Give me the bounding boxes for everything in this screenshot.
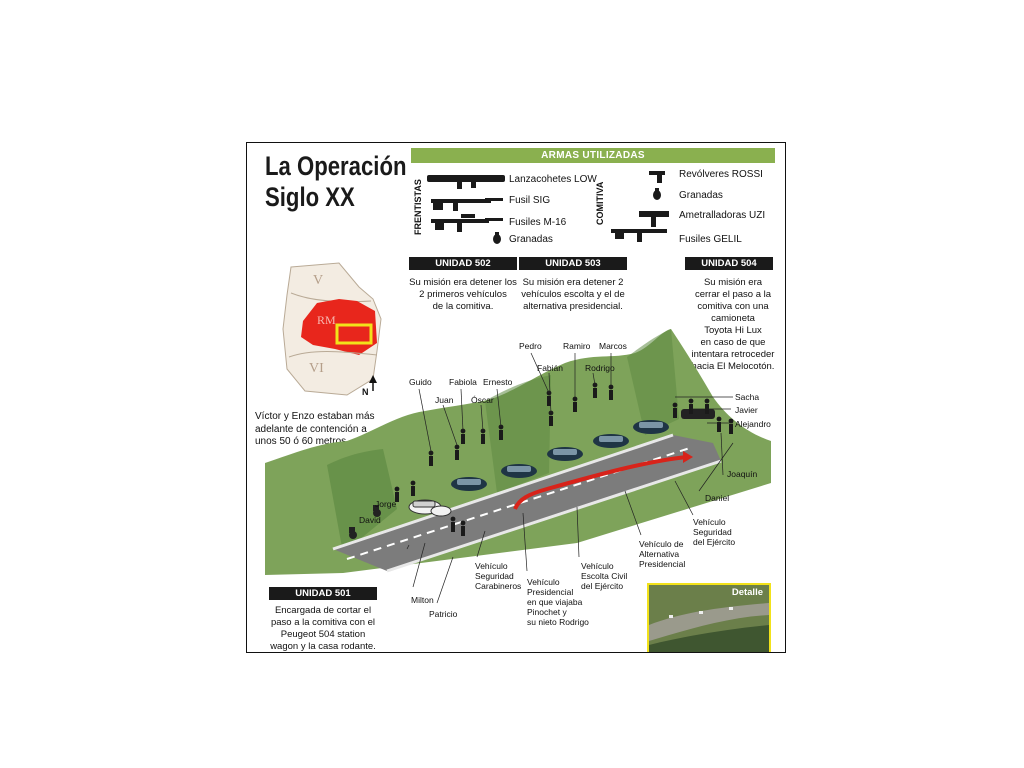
vehicle-car: [633, 420, 669, 434]
ambush-scene: [265, 329, 771, 575]
label-milton: Milton: [411, 595, 434, 605]
map-highlight-box: [335, 323, 373, 345]
motorcycle-icon: [373, 505, 381, 517]
person-guido: [428, 450, 434, 466]
north-arrow-icon: [369, 375, 377, 383]
label-rodrigo: Rodrigo: [585, 363, 615, 373]
label-david: David: [359, 515, 381, 525]
person-juan: [454, 444, 460, 460]
vehicle-car: [547, 447, 583, 461]
infographic-frame: La Operación Siglo XX ARMAS UTILIZADAS F…: [246, 142, 786, 653]
label-ernesto: Ernesto: [483, 377, 513, 387]
weapon-item: Revólveres ROSSI: [679, 169, 763, 180]
rifle-icon: [431, 198, 503, 211]
person-patricio: [460, 520, 466, 536]
mountain-shadow: [327, 449, 397, 553]
escape-route-arrow: [513, 455, 688, 510]
person-daniel: [728, 418, 734, 434]
detail-photo: [649, 585, 769, 652]
label-sacha: Sacha: [735, 392, 760, 402]
vehicle-car: [501, 464, 537, 478]
label-joaquin: Joaquín: [727, 469, 758, 479]
label-oscar: Óscar: [471, 395, 494, 405]
unit-504-description: Su misión era cerrar el paso a la comiti…: [691, 277, 775, 372]
label-vehicle-presidencial: Vehículo Presidencial en que viajaba Pin…: [527, 577, 589, 627]
detail-inset: Detalle: [647, 583, 771, 652]
map-region-rm: [301, 299, 377, 355]
label-daniel: Daniel: [705, 493, 730, 503]
label-vehicle-alternativa: Vehículo de Alternativa Presidencial: [639, 539, 686, 569]
uzi-icon: [639, 211, 669, 227]
person-milton: [450, 516, 456, 532]
weapon-item: Fusil SIG: [509, 195, 551, 206]
label-patricio: Patricio: [429, 609, 458, 619]
rifle-icon: [611, 229, 667, 242]
weapon-item: Granadas: [509, 234, 553, 245]
revolver-icon: [649, 171, 665, 183]
label-vehicle-seguridad-ejercito: Vehículo Seguridad del Ejército: [693, 517, 736, 547]
vehicle-car: [593, 434, 629, 448]
vehicle-car: [451, 477, 487, 491]
detail-label: Detalle: [731, 587, 763, 598]
locator-map: [282, 262, 382, 396]
label-alejandro: Alejandro: [735, 419, 771, 429]
unit-501-header: UNIDAD 501: [269, 587, 377, 600]
unit-502-header: UNIDAD 502: [409, 257, 517, 270]
weapon-item: Fusiles M-16: [509, 217, 567, 228]
map-label-region-rm: RM: [317, 313, 336, 327]
map-label-region-v: V: [313, 273, 324, 288]
weapon-item: Fusiles GELIL: [679, 234, 742, 245]
region-border: [290, 292, 372, 303]
label-ramiro: Ramiro: [563, 341, 591, 351]
leader-lines: [406, 352, 734, 604]
motorcycle-icon: [349, 527, 357, 539]
person-sacha: [672, 402, 678, 418]
road-edge: [332, 433, 674, 551]
weapons-header: ARMAS UTILIZADAS: [411, 148, 775, 163]
person-joaquin: [716, 416, 722, 432]
label-guido: Guido: [409, 377, 432, 387]
region-border: [288, 351, 378, 358]
unit-503-description: Su misión era detener 2 vehículos escolt…: [521, 277, 625, 312]
label-vehicle-carabineros: Vehículo Seguridad Carabineros: [475, 561, 522, 591]
person-oscar: [480, 428, 486, 444]
mountain-shadow: [627, 329, 679, 435]
label-juan: Juan: [435, 395, 454, 405]
frentistas-weapons-icons: [427, 175, 505, 244]
label-jorge: Jorge: [375, 499, 397, 509]
weapon-item: Ametralladoras UZI: [679, 210, 766, 221]
comitiva-weapons-icons: [611, 171, 669, 242]
map-label-region-vi: VI: [309, 361, 324, 376]
weapon-item: Lanzacohetes LOW: [509, 174, 597, 185]
grenade-icon: [653, 188, 661, 200]
person-fabiola: [460, 428, 466, 444]
unit-503-header: UNIDAD 503: [519, 257, 627, 270]
person-jorge: [410, 480, 416, 496]
label-marcos: Marcos: [599, 341, 627, 351]
label-fabiola: Fabiola: [449, 377, 477, 387]
unit-501-description: Encargada de cortar el paso a la comitiv…: [270, 605, 376, 652]
grenade-icon: [493, 232, 501, 244]
escape-route-arrow-head: [683, 451, 693, 463]
label-pedro: Pedro: [519, 341, 542, 351]
page-title: La Operación Siglo XX: [265, 151, 407, 212]
unit-502-description: Su misión era detener los 2 primeros veh…: [409, 277, 517, 312]
north-label: N: [362, 387, 369, 397]
vehicle-station-wagon: [430, 505, 452, 517]
unit-504-header: UNIDAD 504: [685, 257, 773, 270]
rocket-launcher-icon: [427, 175, 505, 189]
rifle-icon: [431, 214, 503, 232]
person-david: [394, 486, 400, 502]
label-javier: Javier: [735, 405, 758, 415]
label-vehicle-escolta-civil: Vehículo Escolta Civil del Ejército: [581, 561, 628, 591]
contention-note: Víctor y Enzo estaban más adelante de co…: [255, 411, 375, 447]
mountain-shadow: [485, 375, 551, 493]
label-fabian: Fabián: [537, 363, 563, 373]
weapon-item: Granadas: [679, 190, 723, 201]
